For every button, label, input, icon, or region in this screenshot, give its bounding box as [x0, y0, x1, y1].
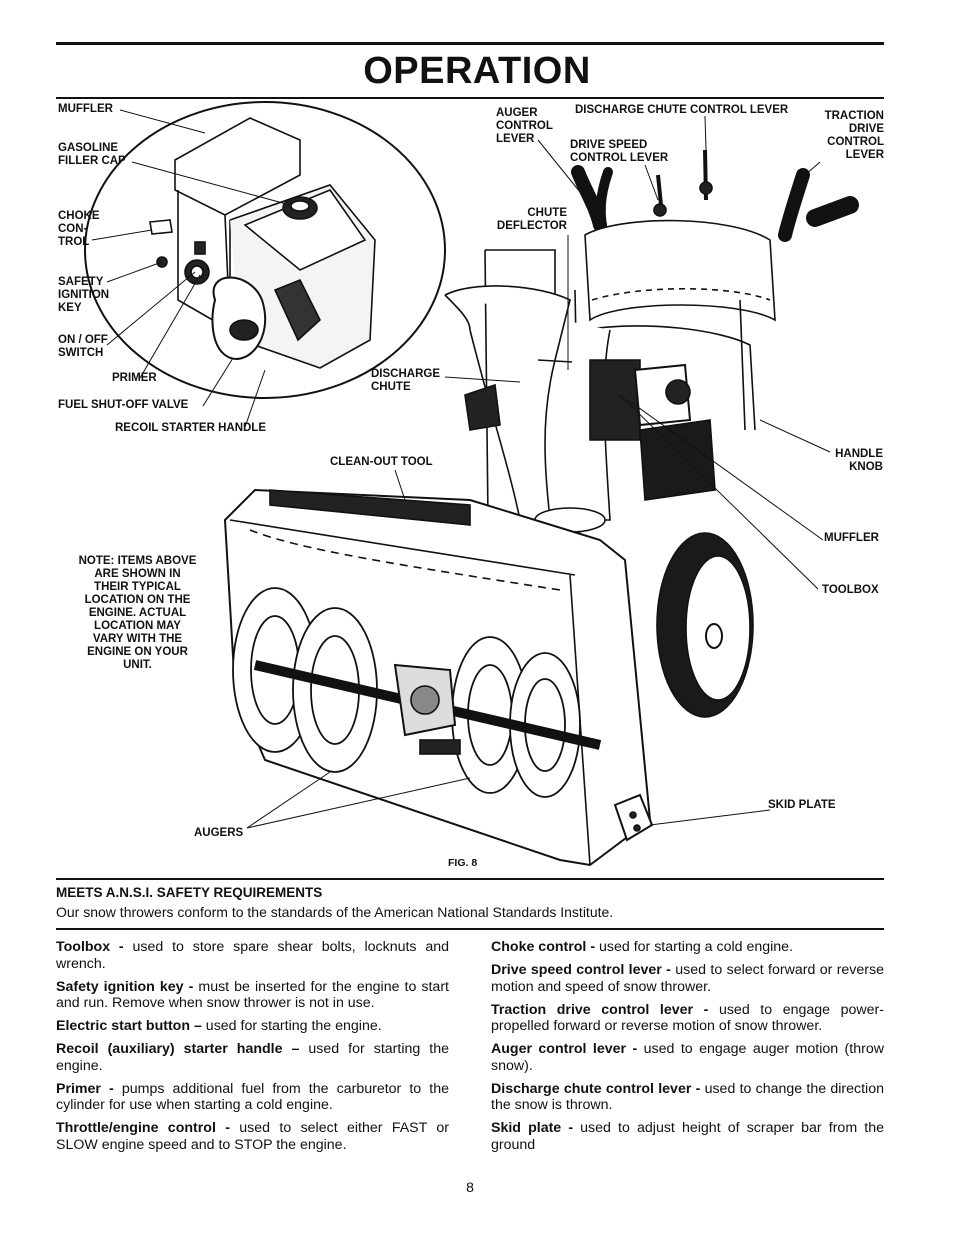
top-rule: [56, 42, 884, 45]
label-safety-ignition-key: SAFETY IGNITION KEY: [58, 276, 110, 314]
definition-item: Primer - pumps additional fuel from the …: [56, 1081, 449, 1114]
definition-description: pumps additional fuel from the carbureto…: [56, 1080, 450, 1114]
definition-item: Discharge chute control lever - used to …: [491, 1081, 884, 1114]
definition-item: Traction drive control lever - used to e…: [491, 1002, 884, 1035]
definition-term: Primer -: [56, 1080, 114, 1097]
label-drive-speed-control-lever: DRIVE SPEED CONTROL LEVER: [570, 139, 669, 164]
figure-caption: FIG. 8: [448, 857, 478, 869]
label-on-off-switch: ON / OFF SWITCH: [58, 334, 108, 359]
label-discharge-chute: DISCHARGE CHUTE: [371, 368, 441, 393]
figure-bottom-rule: [56, 878, 884, 880]
definition-item: Skid plate - used to adjust height of sc…: [491, 1120, 884, 1153]
title-rule: [56, 97, 884, 99]
definition-description: used for starting a cold engine.: [595, 939, 794, 955]
definition-description: used for starting the engine.: [201, 1018, 382, 1034]
definition-description: used to engage power-propelled forward o…: [491, 1001, 884, 1035]
definition-description: used for starting the engine.: [56, 1041, 449, 1074]
definition-description: used to engage auger motion (throw snow)…: [491, 1041, 884, 1074]
definition-description: used to store spare shear bolts, locknut…: [56, 939, 450, 972]
definition-term: Electric start button –: [56, 1018, 202, 1034]
ansi-heading: MEETS A.N.S.I. SAFETY REQUIREMENTS: [56, 885, 323, 900]
definition-item: Electric start button – used for startin…: [56, 1018, 449, 1035]
label-choke-control: CHOKE CON- TROL: [58, 210, 100, 248]
ansi-text: Our snow throwers conform to the standar…: [56, 904, 614, 920]
definitions-right-column: Choke control - used for starting a cold…: [491, 939, 884, 1160]
definition-term: Throttle/engine control -: [56, 1120, 230, 1136]
definition-description: used to change the direction the snow is…: [491, 1080, 884, 1114]
definition-term: Safety ignition key -: [56, 978, 194, 995]
label-fuel-shutoff-valve: FUEL SHUT-OFF VALVE: [58, 399, 189, 411]
label-handle-knob: HANDLE KNOB: [835, 448, 883, 473]
label-muffler-right: MUFFLER: [824, 532, 879, 544]
definition-item: Drive speed control lever - used to sele…: [491, 962, 884, 995]
snow-thrower-illustration: [84, 101, 859, 867]
definition-term: Toolbox -: [56, 939, 124, 955]
definition-term: Skid plate -: [491, 1120, 574, 1136]
definition-item: Safety ignition key - must be inserted f…: [56, 979, 449, 1012]
page-title: OPERATION: [363, 50, 591, 92]
definition-description: must be inserted for the engine to start…: [56, 978, 449, 1012]
label-recoil-starter-handle: RECOIL STARTER HANDLE: [115, 422, 266, 434]
label-muffler-top: MUFFLER: [58, 103, 113, 115]
label-chute-deflector: CHUTE DEFLECTOR: [496, 207, 567, 232]
definition-item: Throttle/engine control - used to select…: [56, 1120, 449, 1153]
definition-term: Drive speed control lever -: [491, 962, 671, 978]
label-primer: PRIMER: [112, 372, 157, 384]
page-number: 8: [466, 1179, 474, 1195]
definition-term: Discharge chute control lever -: [491, 1080, 701, 1097]
label-augers: AUGERS: [194, 827, 244, 839]
label-gasoline-filler-cap: GASOLINE FILLER CAP: [58, 142, 126, 167]
definition-term: Recoil (auxiliary) starter handle –: [56, 1041, 300, 1057]
definition-term: Choke control -: [491, 939, 596, 955]
definition-item: Recoil (auxiliary) starter handle – used…: [56, 1041, 449, 1074]
definition-description: used to select forward or reverse motion…: [491, 962, 884, 995]
definition-description: used to adjust height of scraper bar fro…: [491, 1120, 884, 1153]
definitions-left-column: Toolbox - used to store spare shear bolt…: [56, 939, 449, 1160]
definition-term: Auger control lever -: [491, 1041, 638, 1057]
label-clean-out-tool: CLEAN-OUT TOOL: [330, 456, 433, 468]
label-auger-control-lever: AUGER CONTROL LEVER: [496, 107, 553, 145]
label-discharge-chute-control-lever: DISCHARGE CHUTE CONTROL LEVER: [575, 104, 789, 116]
engine-location-note: NOTE: ITEMS ABOVE ARE SHOWN IN THEIR TYP…: [78, 555, 197, 671]
definition-item: Toolbox - used to store spare shear bolt…: [56, 939, 449, 972]
definition-item: Choke control - used for starting a cold…: [491, 939, 884, 956]
definition-description: used to select either FAST or SLOW engin…: [56, 1120, 449, 1153]
definition-term: Traction drive control lever -: [491, 1001, 709, 1018]
label-traction-drive-control-lever: TRACTION DRIVE CONTROL LEVER: [824, 110, 884, 161]
ansi-bottom-rule: [56, 928, 884, 930]
label-toolbox: TOOLBOX: [822, 584, 879, 596]
definition-item: Auger control lever - used to engage aug…: [491, 1041, 884, 1074]
label-skid-plate: SKID PLATE: [768, 799, 836, 811]
